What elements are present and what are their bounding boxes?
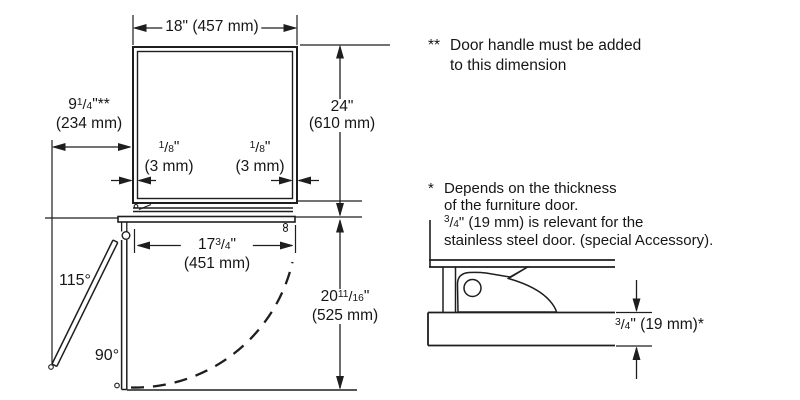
angle-90-label: 90°	[94, 347, 120, 364]
note-door-handle: **Door handle must be added to this dime…	[428, 37, 642, 74]
open-door-115	[48, 239, 119, 370]
hinge-pivot-hole	[463, 278, 482, 298]
dim-handle-side	[51, 140, 130, 364]
dim-panel-thickness-label: 3/4" (19 mm)*	[615, 316, 704, 333]
door-swing-arc	[130, 261, 294, 389]
angle-115-label: 115°	[59, 272, 91, 289]
dim-width-top-label: 18" (457 mm)	[162, 18, 262, 36]
dim-gap-left-label: 1/8" (3 mm)	[144, 139, 194, 175]
dim-gap-right-label: 1/8" (3 mm)	[235, 139, 285, 175]
dim-depth-right-label: 24" (610 mm)	[305, 98, 379, 132]
note-marker: **	[428, 37, 441, 54]
note-door-thickness: *Depends on the thickness of the furnitu…	[428, 180, 714, 250]
dim-handle-side-label: 91/4"** (234 mm)	[55, 96, 123, 132]
closed-door	[45, 203, 296, 233]
dim-door-projection-label: 2011/16" (525 mm)	[308, 288, 382, 324]
open-door-90	[114, 240, 128, 391]
dim-door-width-label: 173/4" (451 mm)	[180, 236, 254, 272]
hinge-detail	[427, 220, 615, 347]
note-marker: *	[428, 180, 434, 197]
cabinet-outline	[132, 46, 298, 204]
hinge-body	[456, 265, 558, 313]
dim-panel-thickness	[616, 280, 652, 379]
door-hinge-pivot	[120, 222, 131, 240]
